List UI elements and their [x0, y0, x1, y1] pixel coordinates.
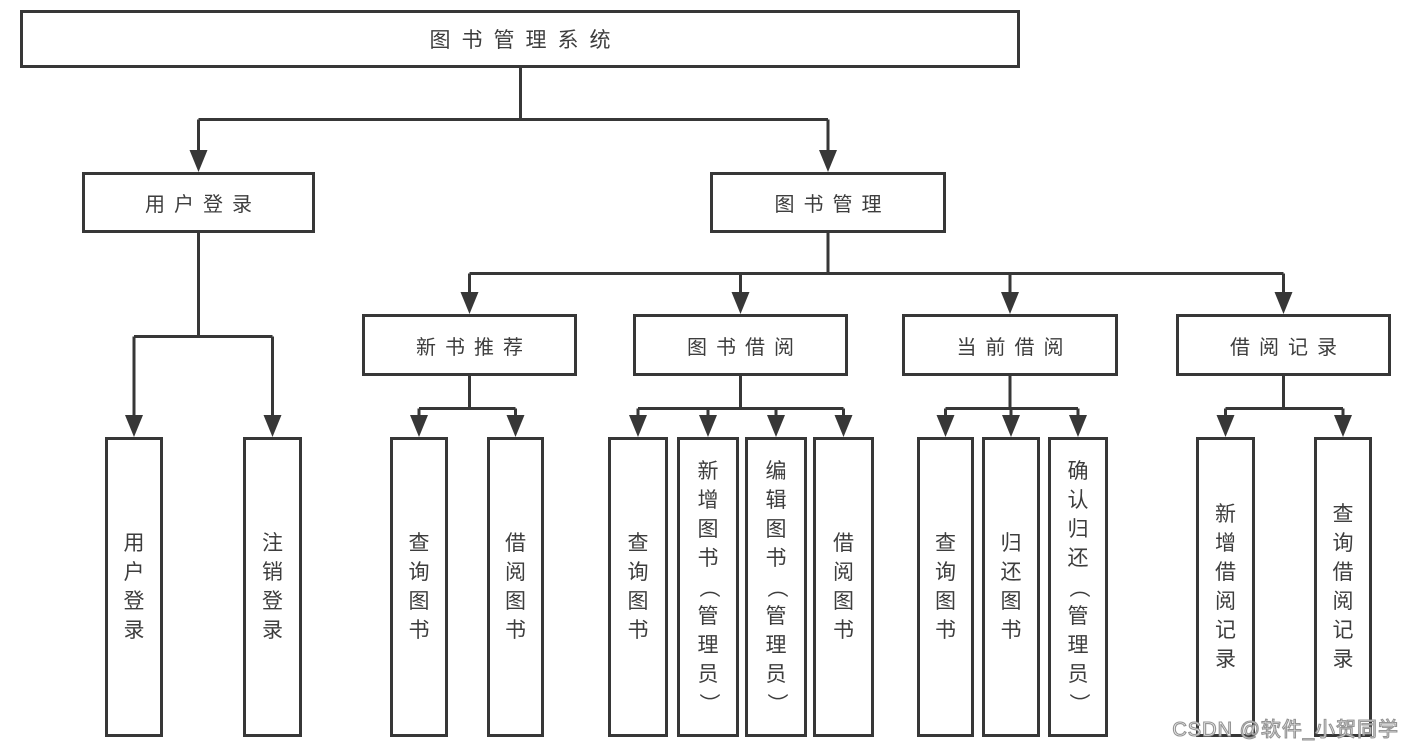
- leaf-logout: 注销登录: [243, 437, 302, 737]
- leaf-current-query-books: 查询图书: [917, 437, 974, 737]
- leaf-current-return-books: 归还图书: [982, 437, 1040, 737]
- node-label: 新增图书（管理员）: [696, 459, 720, 714]
- node-label: 当前借阅: [956, 336, 1073, 359]
- node-label: 归还图书: [1000, 532, 1022, 642]
- node-label: 图书借阅: [687, 336, 803, 359]
- node-label: 借阅图书: [505, 532, 526, 642]
- arrowhead-icons: [125, 150, 1352, 437]
- node-label: 查询图书: [627, 532, 649, 642]
- node-label: 查询图书: [408, 532, 430, 642]
- node-library-system: 图书管理系统: [20, 10, 1020, 68]
- node-label: 确认归还（管理员）: [1066, 459, 1090, 714]
- leaf-current-confirm-return-admin: 确认归还（管理员）: [1048, 437, 1108, 737]
- node-label: 新书推荐: [416, 336, 532, 359]
- leaf-borrow-add-books-admin: 新增图书（管理员）: [677, 437, 739, 737]
- node-label: 用户登录: [123, 532, 145, 642]
- node-label: 借阅图书: [833, 532, 854, 642]
- node-label: 查询借阅记录: [1332, 503, 1354, 671]
- leaf-recommend-borrow-books: 借阅图书: [487, 437, 544, 737]
- leaf-user-login: 用户登录: [105, 437, 163, 737]
- leaf-records-query-record: 查询借阅记录: [1314, 437, 1372, 737]
- node-label: 借阅记录: [1230, 336, 1346, 359]
- node-label: 新增借阅记录: [1215, 503, 1236, 671]
- node-label: 图书管理: [774, 194, 891, 216]
- node-label: 用户登录: [145, 194, 261, 216]
- node-new-book-recommend: 新书推荐: [362, 314, 577, 376]
- csdn-watermark: CSDN @软件_小贺同学: [1172, 718, 1399, 741]
- node-user-login: 用户登录: [82, 172, 315, 233]
- node-label: 编辑图书（管理员）: [764, 459, 788, 714]
- leaf-borrow-borrow-books: 借阅图书: [813, 437, 874, 737]
- node-label: 图书管理系统: [429, 29, 622, 52]
- leaf-recommend-query-books: 查询图书: [390, 437, 448, 737]
- node-label: 注销登录: [262, 532, 283, 642]
- node-label: 查询图书: [935, 532, 956, 642]
- node-book-management: 图书管理: [710, 172, 946, 233]
- leaf-records-add-record: 新增借阅记录: [1196, 437, 1255, 737]
- node-book-borrow: 图书借阅: [633, 314, 848, 376]
- leaf-borrow-edit-books-admin: 编辑图书（管理员）: [745, 437, 807, 737]
- node-current-borrow: 当前借阅: [902, 314, 1118, 376]
- leaf-borrow-query-books: 查询图书: [608, 437, 668, 737]
- node-borrow-records: 借阅记录: [1176, 314, 1391, 376]
